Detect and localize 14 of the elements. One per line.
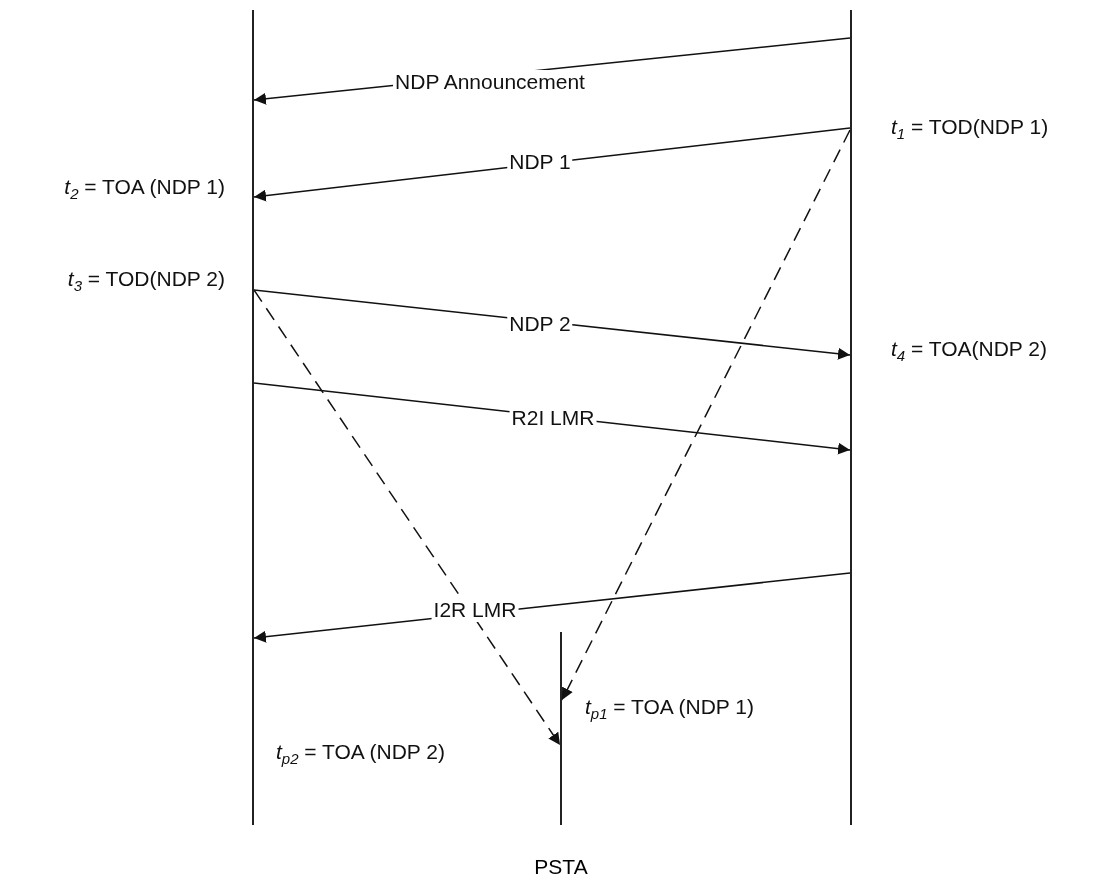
- lifeline-label: PSTA: [534, 855, 588, 879]
- edge-label: I2R LMR: [431, 598, 519, 622]
- time-label: t$_{p2}$ = TOA (NDP 2): [276, 740, 445, 768]
- lifeline: [252, 10, 254, 825]
- time-label: t$_{3}$ = TOD(NDP 2): [67, 267, 225, 295]
- time-label: t$_{p1}$ = TOA (NDP 1): [585, 695, 754, 723]
- time-label: t$_{1}$ = TOD(NDP 1): [891, 115, 1049, 143]
- lifeline: [850, 10, 852, 825]
- dashed-arrow: [561, 129, 851, 701]
- time-label: t$_{4}$ = TOA(NDP 2): [891, 337, 1047, 365]
- arrow: [253, 127, 851, 202]
- time-label: t$_{2}$ = TOA (NDP 1): [64, 175, 225, 203]
- dashed-arrow: [253, 289, 561, 746]
- arrow: [253, 289, 851, 360]
